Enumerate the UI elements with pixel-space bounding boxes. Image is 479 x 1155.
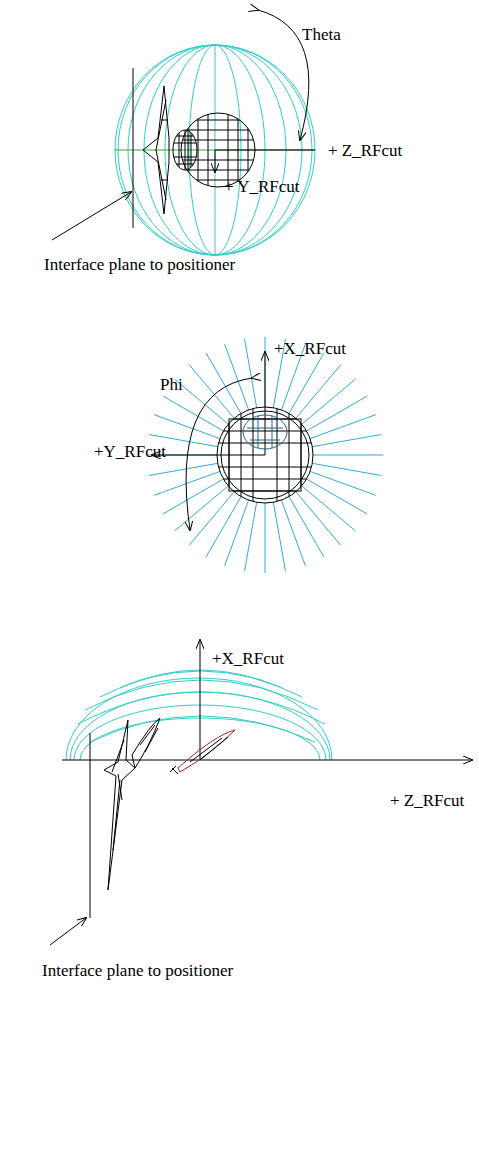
axis-label: +Y_RFcut [94, 443, 166, 462]
sphere-ray [154, 415, 220, 439]
axis-label: +X_RFcut [274, 340, 346, 359]
sphere-ray [310, 415, 376, 439]
sphere-ray [245, 339, 257, 408]
axes-panel-1 [52, 10, 315, 240]
sphere-side-view [115, 45, 315, 255]
axis-label: +X_RFcut [212, 650, 284, 669]
callout-note: Interface plane to positioner [42, 962, 233, 981]
sphere-ray [206, 497, 241, 558]
sphere-ray [154, 471, 220, 495]
sphere-ray [265, 503, 266, 573]
axes-panel-3 [50, 640, 472, 945]
sphere-front-view [147, 337, 383, 573]
reflector-tilted [104, 718, 235, 890]
sphere-ray [206, 353, 241, 414]
sphere-ray [296, 492, 341, 546]
sphere-ray [225, 500, 249, 566]
sphere-ray [312, 435, 381, 447]
sphere-ray [289, 353, 324, 414]
sphere-ray [225, 344, 249, 410]
sphere-ray [302, 379, 356, 424]
axis-label: + Y_RFcut [224, 178, 300, 197]
sphere-ray [307, 479, 368, 514]
angle-label: Phi [160, 376, 183, 395]
sphere-ray [189, 365, 234, 419]
sphere-ray [307, 396, 368, 431]
sphere-ray [310, 471, 376, 495]
hemisphere-view [66, 670, 332, 760]
callout-note: Interface plane to positioner [44, 256, 235, 275]
sphere-ray [163, 479, 224, 514]
reflector-front-view [217, 407, 313, 503]
sphere-ray [149, 463, 218, 475]
axis-label: + Z_RFcut [390, 792, 464, 811]
sphere-ray [312, 463, 381, 475]
sphere-ray [281, 500, 305, 566]
angle-label: Theta [302, 26, 341, 45]
sphere-ray [313, 455, 383, 456]
sphere-ray [245, 502, 257, 571]
sphere-ray [163, 396, 224, 431]
sphere-ray [175, 486, 229, 531]
sphere-ray [273, 502, 285, 571]
axes-panel-2 [152, 352, 265, 530]
sphere-ray [289, 497, 324, 558]
axis-label: + Z_RFcut [328, 142, 402, 161]
